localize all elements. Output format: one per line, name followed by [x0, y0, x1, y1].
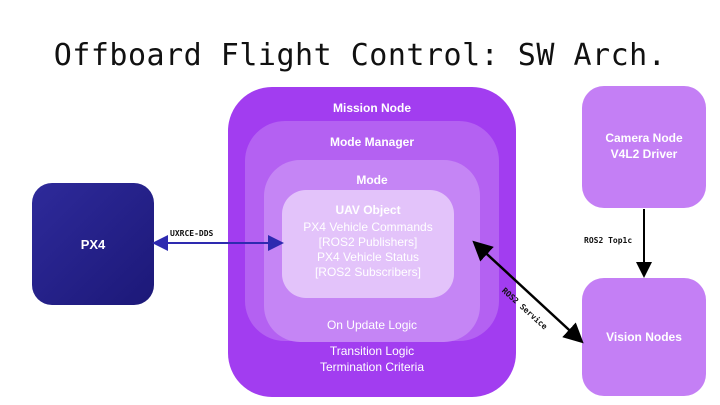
ros2-topic-label: ROS2 Top1c [584, 236, 633, 245]
uav-object-label: UAV Object [335, 203, 401, 217]
uav-object-details: PX4 Vehicle Commands [ROS2 Publishers] P… [282, 220, 454, 280]
camera-node-title: Camera Node [605, 131, 683, 145]
camera-node-label: Camera Node V4L2 Driver [582, 130, 706, 162]
mission-node-footer: Transition Logic Termination Criteria [228, 343, 516, 375]
px4-label: PX4 [80, 236, 106, 252]
mission-node-label: Mission Node [332, 101, 411, 115]
uxrce-dds-label: UXRCE-DDS [170, 229, 214, 238]
uav-object-line: PX4 Vehicle Commands [303, 220, 433, 234]
mode-label: Mode [356, 173, 388, 187]
transition-logic-label: Transition Logic [329, 344, 415, 358]
termination-criteria-label: Termination Criteria [319, 360, 425, 374]
on-update-logic-label: On Update Logic [326, 318, 418, 332]
uav-object-line: [ROS2 Subscribers] [314, 265, 422, 279]
vision-nodes-label: Vision Nodes [606, 330, 682, 344]
uav-object-node: UAV Object PX4 Vehicle Commands [ROS2 Pu… [282, 190, 454, 298]
px4-node: PX4 [32, 183, 154, 305]
camera-node: Camera Node V4L2 Driver [582, 86, 706, 208]
mode-manager-label: Mode Manager [329, 135, 414, 149]
diagram-title: Offboard Flight Control: SW Arch. [53, 38, 667, 73]
uav-object-line: [ROS2 Publishers] [318, 235, 418, 249]
ros2-service-arrow [472, 240, 584, 344]
camera-node-driver: V4L2 Driver [610, 147, 678, 161]
uav-object-line: PX4 Vehicle Status [316, 250, 420, 264]
vision-nodes: Vision Nodes [582, 278, 706, 396]
